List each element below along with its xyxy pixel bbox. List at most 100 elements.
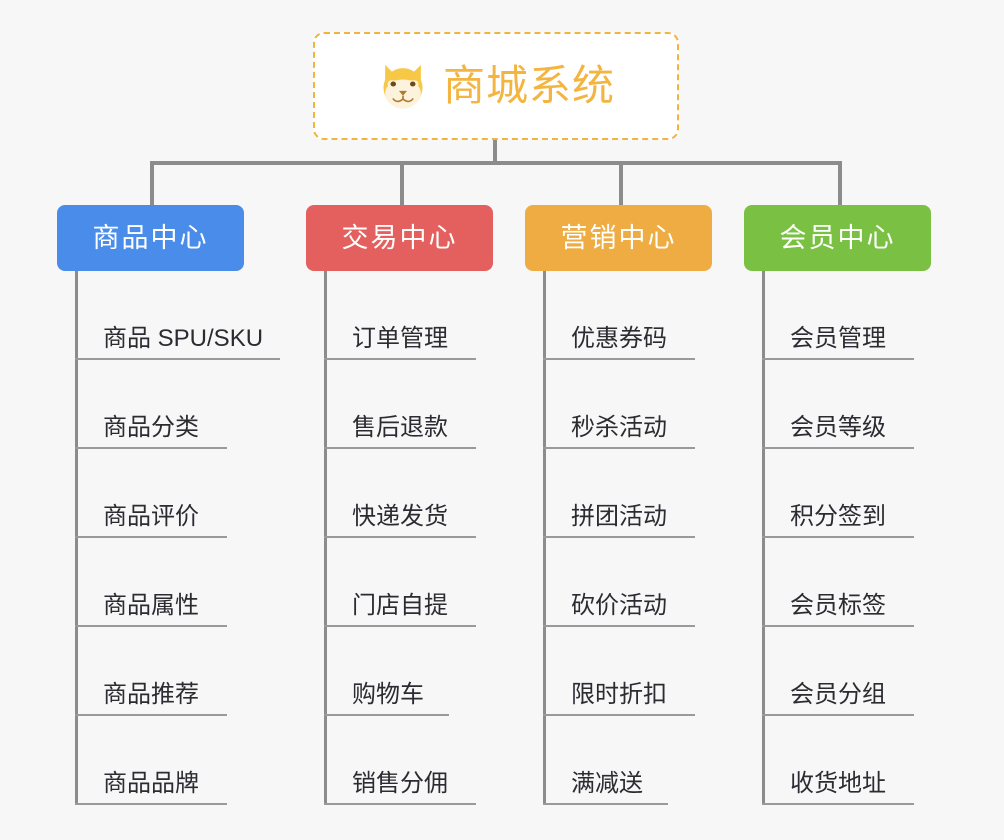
- leaf-item[interactable]: 商品 SPU/SKU: [75, 271, 280, 360]
- leaf-underline: [762, 536, 914, 538]
- leaf-item[interactable]: 优惠券码: [543, 271, 695, 360]
- leaf-item[interactable]: 限时折扣: [543, 627, 695, 716]
- leaf-item[interactable]: 收货地址: [762, 716, 914, 805]
- leaf-item[interactable]: 秒杀活动: [543, 360, 695, 449]
- connector-drop-2: [400, 161, 404, 207]
- root-title: 商城系统: [442, 62, 615, 109]
- leaf-item[interactable]: 商品品牌: [75, 716, 263, 805]
- leaf-label: 商品推荐: [103, 681, 199, 708]
- leaf-underline: [75, 536, 227, 538]
- category-box-4[interactable]: 会员中心: [744, 205, 931, 271]
- leaf-label: 拼团活动: [571, 503, 667, 530]
- leaf-item[interactable]: 门店自提: [324, 538, 476, 627]
- leaf-label: 砍价活动: [571, 592, 667, 619]
- leaf-item[interactable]: 销售分佣: [324, 716, 476, 805]
- leaf-label: 商品品牌: [103, 770, 199, 797]
- branch-column-1: 商品中心商品 SPU/SKU 商品分类商品评价商品属性商品推荐商品品牌: [57, 205, 280, 805]
- leaf-item[interactable]: 快递发货: [324, 449, 476, 538]
- leaf-underline: [324, 803, 476, 805]
- leaf-label: 优惠券码: [571, 325, 667, 352]
- leaf-underline: [543, 803, 668, 805]
- leaf-underline: [324, 358, 476, 360]
- leaf-underline: [324, 625, 476, 627]
- leaf-label: 会员等级: [790, 414, 886, 441]
- leaf-label: 商品 SPU/SKU: [103, 325, 264, 352]
- leaf-item[interactable]: 商品属性: [75, 538, 263, 627]
- branch-trunk-line: [324, 271, 327, 805]
- branch-trunk-line: [75, 271, 78, 805]
- connector-drop-4: [838, 161, 842, 207]
- category-box-3[interactable]: 营销中心: [525, 205, 712, 271]
- leaf-label: 积分签到: [790, 503, 886, 530]
- leaf-label: 商品分类: [103, 414, 199, 441]
- branch-column-2: 交易中心订单管理售后退款快递发货门店自提购物车销售分佣: [306, 205, 493, 805]
- leaf-label: 满减送: [571, 770, 643, 797]
- leaf-item[interactable]: 满减送: [543, 716, 668, 805]
- leaf-item[interactable]: 商品推荐: [75, 627, 263, 716]
- leaf-label: 售后退款: [352, 414, 448, 441]
- leaf-underline: [75, 714, 227, 716]
- leaf-label: 限时折扣: [571, 681, 667, 708]
- category-box-2[interactable]: 交易中心: [306, 205, 493, 271]
- branch-column-4: 会员中心会员管理会员等级积分签到会员标签会员分组收货地址: [744, 205, 931, 805]
- leaf-label: 会员标签: [790, 592, 886, 619]
- leaf-item[interactable]: 会员分组: [762, 627, 914, 716]
- leaf-list: 会员管理会员等级积分签到会员标签会员分组收货地址: [762, 271, 914, 805]
- leaf-label: 会员管理: [790, 325, 886, 352]
- leaf-item[interactable]: 积分签到: [762, 449, 914, 538]
- shiba-dog-face-icon: [383, 64, 423, 109]
- leaf-label: 销售分佣: [352, 770, 448, 797]
- category-box-1[interactable]: 商品中心: [57, 205, 244, 271]
- leaf-item[interactable]: 购物车: [324, 627, 449, 716]
- leaf-underline: [75, 803, 227, 805]
- connector-drop-1: [150, 161, 154, 207]
- leaf-item[interactable]: 会员管理: [762, 271, 914, 360]
- leaf-list: 订单管理售后退款快递发货门店自提购物车销售分佣: [324, 271, 476, 805]
- connector-drop-3: [619, 161, 623, 207]
- category-label: 营销中心: [560, 222, 677, 253]
- leaf-label: 商品评价: [103, 503, 199, 530]
- leaf-label: 门店自提: [352, 592, 448, 619]
- leaf-item[interactable]: 商品评价: [75, 449, 263, 538]
- leaf-underline: [75, 358, 280, 360]
- leaf-label: 商品属性: [103, 592, 199, 619]
- leaf-underline: [75, 447, 227, 449]
- leaf-item[interactable]: 砍价活动: [543, 538, 695, 627]
- leaf-underline: [324, 714, 449, 716]
- leaf-underline: [324, 447, 476, 449]
- category-label: 交易中心: [341, 222, 458, 253]
- leaf-underline: [543, 714, 695, 716]
- leaf-underline: [75, 625, 227, 627]
- category-label: 商品中心: [92, 222, 209, 253]
- leaf-item[interactable]: 拼团活动: [543, 449, 695, 538]
- leaf-underline: [543, 447, 695, 449]
- leaf-item[interactable]: 商品分类: [75, 360, 263, 449]
- branch-trunk-line: [762, 271, 765, 805]
- leaf-item[interactable]: 会员标签: [762, 538, 914, 627]
- leaf-underline: [762, 714, 914, 716]
- leaf-label: 秒杀活动: [571, 414, 667, 441]
- leaf-label: 会员分组: [790, 681, 886, 708]
- leaf-label: 收货地址: [790, 770, 886, 797]
- leaf-list: 商品 SPU/SKU 商品分类商品评价商品属性商品推荐商品品牌: [75, 271, 280, 805]
- leaf-underline: [762, 447, 914, 449]
- connector-horizontal-bus: [150, 161, 840, 165]
- leaf-underline: [762, 625, 914, 627]
- leaf-underline: [762, 358, 914, 360]
- leaf-label: 订单管理: [352, 325, 448, 352]
- leaf-label: 购物车: [352, 681, 424, 708]
- root-node[interactable]: 商城系统: [313, 32, 679, 140]
- leaf-underline: [324, 536, 476, 538]
- leaf-item[interactable]: 售后退款: [324, 360, 476, 449]
- leaf-underline: [543, 358, 695, 360]
- leaf-underline: [543, 536, 695, 538]
- leaf-item[interactable]: 会员等级: [762, 360, 914, 449]
- leaf-underline: [543, 625, 695, 627]
- leaf-item[interactable]: 订单管理: [324, 271, 476, 360]
- leaf-list: 优惠券码秒杀活动拼团活动砍价活动限时折扣满减送: [543, 271, 695, 805]
- leaf-label: 快递发货: [352, 503, 448, 530]
- leaf-underline: [762, 803, 914, 805]
- category-label: 会员中心: [779, 222, 896, 253]
- branch-trunk-line: [543, 271, 546, 805]
